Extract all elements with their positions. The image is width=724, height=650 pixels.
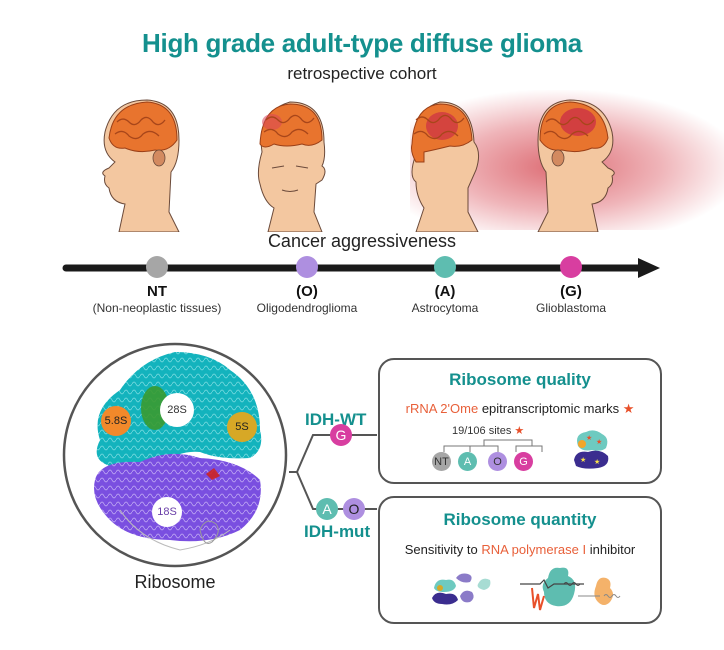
sites-count: 19/106 sites ★ (452, 424, 524, 437)
subunit-5s-label: 5S (227, 412, 257, 442)
stage-code-o: (O) (296, 283, 318, 300)
ribosome-cluster-icon (432, 573, 491, 605)
svg-text:★: ★ (596, 438, 602, 446)
stage-dot-o (296, 256, 318, 278)
stage-code-a: (A) (434, 283, 456, 300)
stage-name-a: Astrocytoma (411, 301, 479, 315)
head-illustration-nt (102, 99, 180, 232)
head-illustration-o (257, 101, 326, 232)
idh-wt-label: IDH-WT (305, 410, 367, 429)
idh-mut-label: IDH-mut (304, 522, 371, 541)
quality-text: epitranscriptomic marks (481, 401, 620, 416)
group-dot-o: O (488, 452, 507, 471)
quality-highlight: rRNA 2'Ome (405, 401, 479, 416)
head-illustration-g (537, 99, 615, 232)
significance-brackets (443, 439, 543, 452)
stage-dot-nt (146, 256, 168, 278)
axis-label: Cancer aggressiveness (267, 231, 457, 251)
stage-name-nt: (Non-neoplastic tissues) (92, 301, 222, 315)
branch-dot-a: A (316, 498, 338, 520)
star-icon: ★ (622, 401, 635, 416)
quantity-text-start: Sensitivity to (404, 542, 478, 557)
branch-dot-o: O (343, 498, 365, 520)
quantity-text-end: inhibitor (589, 542, 636, 557)
head-illustration-a (411, 101, 480, 232)
group-dot-g: G (514, 452, 533, 471)
stage-dot-a (434, 256, 456, 278)
ribosome-quality-box: Ribosome quality rRNA 2'Ome epitranscrip… (378, 358, 662, 484)
stage-code-nt: NT (147, 283, 167, 300)
stage-code-g: (G) (560, 283, 582, 300)
sites-text: 19/106 sites (452, 425, 512, 437)
quantity-title: Ribosome quantity (443, 510, 597, 529)
ribosome-quantity-box: Ribosome quantity Sensitivity to RNA pol… (378, 496, 662, 624)
modified-ribosome-icon: ★ ★ ★ ★ (574, 430, 609, 469)
figure-subtitle: retrospective cohort (287, 64, 437, 83)
stage-name-g: Glioblastoma (535, 301, 607, 315)
stage-dot-g (560, 256, 582, 278)
svg-text:★: ★ (586, 434, 592, 442)
branch-dot-g: G (330, 424, 352, 446)
svg-text:★: ★ (580, 456, 586, 464)
quantity-highlight: RNA polymerase I (481, 542, 587, 557)
subunit-5-8s-label: 5.8S (101, 406, 131, 436)
stage-name-o: Oligodendroglioma (256, 301, 358, 315)
group-dot-a: A (458, 452, 477, 471)
figure-title: High grade adult-type diffuse glioma (142, 28, 582, 58)
subunit-18s-label: 18S (152, 497, 182, 527)
subunit-28s-label: 28S (160, 393, 194, 427)
rna-polymerase-icon (520, 567, 621, 611)
svg-text:★: ★ (594, 458, 600, 466)
ribosome-structure (62, 342, 288, 568)
group-dot-nt: NT (432, 452, 451, 471)
star-icon: ★ (514, 425, 525, 437)
ribosome-label: Ribosome (134, 572, 216, 592)
quality-title: Ribosome quality (449, 370, 591, 389)
